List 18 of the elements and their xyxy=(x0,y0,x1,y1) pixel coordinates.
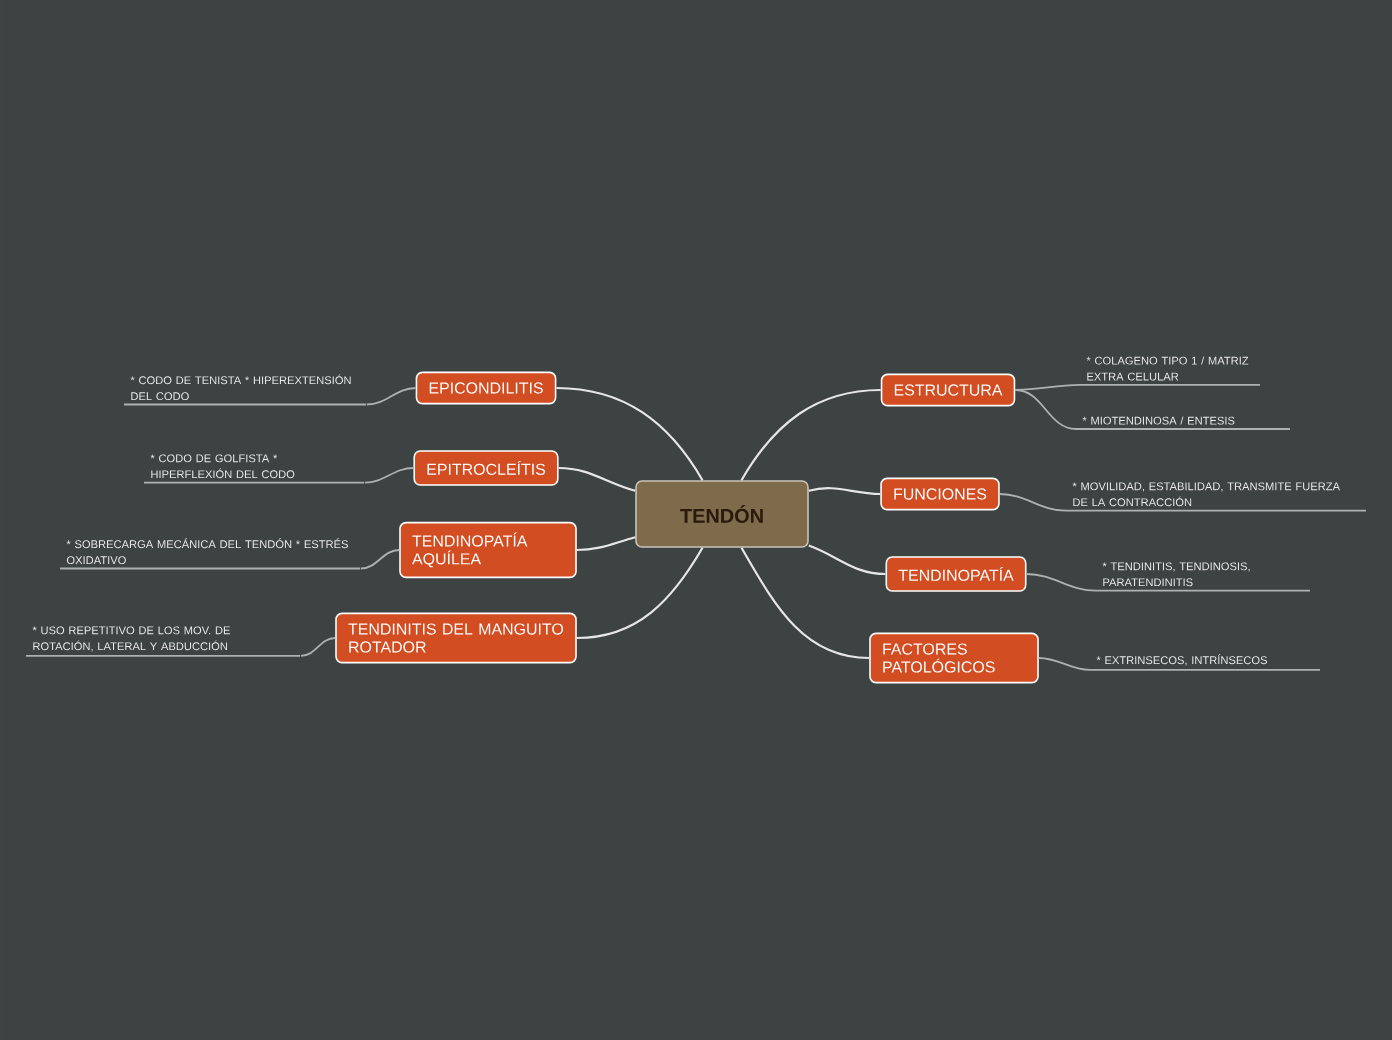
connector-line xyxy=(1014,389,1077,430)
connector-line xyxy=(1014,384,1081,391)
connector-line xyxy=(740,547,870,660)
connector-line xyxy=(1037,657,1091,671)
connector-line xyxy=(576,536,636,552)
connector-line xyxy=(808,544,886,576)
connector-line xyxy=(558,466,636,492)
connector-line xyxy=(576,547,704,640)
central-topic-box: TENDÓN xyxy=(635,480,809,548)
connector-line xyxy=(998,493,1067,512)
connector-line xyxy=(299,637,337,657)
connector-line xyxy=(740,388,881,481)
connector-line xyxy=(363,467,415,484)
connector-line xyxy=(359,549,401,570)
connector-line xyxy=(808,487,881,496)
connector-line xyxy=(365,387,417,406)
connector-line xyxy=(1025,573,1097,592)
connector-line xyxy=(556,386,704,481)
